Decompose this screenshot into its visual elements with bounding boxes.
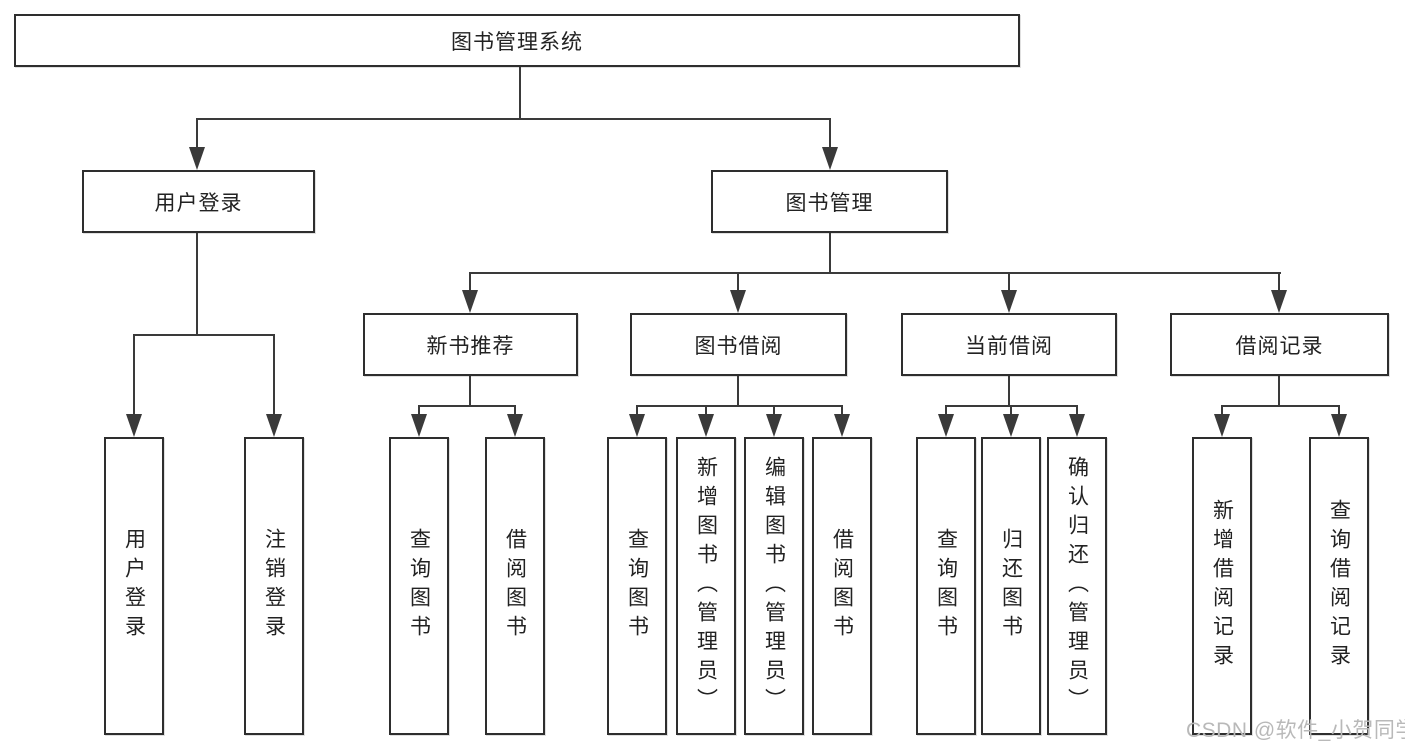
leaf-borrow-books-recommend: 借阅图书 bbox=[485, 437, 545, 735]
arrow-down-icon bbox=[411, 414, 427, 437]
leaf-add-books-admin: 新增图书（管理员） bbox=[676, 437, 736, 735]
arrow-down-icon bbox=[766, 414, 782, 437]
connector-drop-leaf bbox=[841, 405, 843, 419]
connector-level3-rail bbox=[469, 272, 1281, 274]
leaf-return-books: 归还图书 bbox=[981, 437, 1041, 735]
connector-trunk bbox=[1008, 376, 1010, 406]
leaf-add-borrow-record-label: 新增借阅记录 bbox=[1210, 499, 1234, 673]
arrow-down-icon bbox=[1001, 290, 1017, 313]
leaf-confirm-return-admin-label: 确认归还（管理员） bbox=[1065, 455, 1089, 717]
leaf-query-books-recommend-label: 查询图书 bbox=[407, 528, 431, 644]
leaf-query-borrow-record-label: 查询借阅记录 bbox=[1327, 499, 1351, 673]
connector-drop-leaf bbox=[1010, 405, 1012, 419]
arrow-down-icon bbox=[822, 147, 838, 170]
leaf-add-books-admin-label: 新增图书（管理员） bbox=[694, 455, 718, 717]
csdn-watermark: CSDN @软件_小贺同学 bbox=[1186, 719, 1405, 742]
arrow-down-icon bbox=[462, 290, 478, 313]
connector-drop-leaf bbox=[1076, 405, 1078, 419]
connector-drop-leaf bbox=[636, 405, 638, 419]
leaf-query-books-borrowing-label: 查询图书 bbox=[625, 528, 649, 644]
arrow-down-icon bbox=[1214, 414, 1230, 437]
leaf-query-books-current-label: 查询图书 bbox=[934, 528, 958, 644]
node-new-book-recommend-label: 新书推荐 bbox=[426, 334, 515, 358]
arrow-down-icon bbox=[629, 414, 645, 437]
node-book-management-label: 图书管理 bbox=[785, 191, 874, 215]
connector-drop-book-management bbox=[829, 118, 831, 150]
node-borrowing-records: 借阅记录 bbox=[1170, 313, 1389, 376]
leaf-borrow-books-borrowing-label: 借阅图书 bbox=[830, 528, 854, 644]
connector-drop-leaf bbox=[133, 334, 135, 417]
leaf-confirm-return-admin: 确认归还（管理员） bbox=[1047, 437, 1107, 735]
connector-drop-user-login bbox=[196, 118, 198, 150]
arrow-down-icon bbox=[126, 414, 142, 437]
connector-drop-leaf bbox=[945, 405, 947, 419]
arrow-down-icon bbox=[507, 414, 523, 437]
node-book-management: 图书管理 bbox=[711, 170, 948, 233]
node-borrowing-records-label: 借阅记录 bbox=[1235, 334, 1324, 358]
leaf-borrow-books-recommend-label: 借阅图书 bbox=[503, 528, 527, 644]
connector-user-login-trunk bbox=[196, 233, 198, 335]
leaf-borrow-books-borrowing: 借阅图书 bbox=[812, 437, 872, 735]
arrow-down-icon bbox=[1003, 414, 1019, 437]
arrow-down-icon bbox=[1271, 290, 1287, 313]
arrow-down-icon bbox=[266, 414, 282, 437]
leaf-query-borrow-record: 查询借阅记录 bbox=[1309, 437, 1369, 735]
arrow-down-icon bbox=[730, 290, 746, 313]
connector-drop-level3 bbox=[1008, 272, 1010, 292]
leaf-query-books-borrowing: 查询图书 bbox=[607, 437, 667, 735]
connector-user-login-rail bbox=[133, 334, 275, 336]
connector-drop-leaf bbox=[514, 405, 516, 419]
node-new-book-recommend: 新书推荐 bbox=[363, 313, 578, 376]
node-root: 图书管理系统 bbox=[14, 14, 1020, 67]
node-book-borrowing-label: 图书借阅 bbox=[694, 334, 783, 358]
leaf-edit-books-admin-label: 编辑图书（管理员） bbox=[762, 455, 786, 717]
connector-drop-leaf bbox=[273, 334, 275, 417]
arrow-down-icon bbox=[834, 414, 850, 437]
node-current-borrowing: 当前借阅 bbox=[901, 313, 1117, 376]
connector-book-management-trunk bbox=[829, 233, 831, 273]
leaf-return-books-label: 归还图书 bbox=[999, 528, 1023, 644]
connector-drop-leaf bbox=[773, 405, 775, 419]
leaf-query-books-current: 查询图书 bbox=[916, 437, 976, 735]
connector-root-trunk bbox=[519, 67, 521, 119]
arrow-down-icon bbox=[1331, 414, 1347, 437]
connector-drop-leaf bbox=[705, 405, 707, 419]
leaf-user-login-label: 用户登录 bbox=[122, 528, 146, 644]
leaf-query-books-recommend: 查询图书 bbox=[389, 437, 449, 735]
connector-rail bbox=[418, 405, 516, 407]
node-user-login: 用户登录 bbox=[82, 170, 315, 233]
arrow-down-icon bbox=[189, 147, 205, 170]
connector-drop-level3 bbox=[737, 272, 739, 292]
connector-drop-leaf bbox=[1221, 405, 1223, 419]
connector-drop-level3 bbox=[469, 272, 471, 292]
connector-drop-level3 bbox=[1278, 272, 1280, 292]
connector-drop-leaf bbox=[1338, 405, 1340, 419]
arrow-down-icon bbox=[1069, 414, 1085, 437]
node-book-borrowing: 图书借阅 bbox=[630, 313, 847, 376]
arrow-down-icon bbox=[698, 414, 714, 437]
leaf-user-login: 用户登录 bbox=[104, 437, 164, 735]
node-current-borrowing-label: 当前借阅 bbox=[965, 334, 1053, 358]
node-root-label: 图书管理系统 bbox=[451, 30, 583, 54]
connector-trunk bbox=[737, 376, 739, 406]
connector-trunk bbox=[469, 376, 471, 406]
connector-level2-rail bbox=[196, 118, 831, 120]
node-user-login-label: 用户登录 bbox=[154, 191, 243, 215]
arrow-down-icon bbox=[938, 414, 954, 437]
leaf-edit-books-admin: 编辑图书（管理员） bbox=[744, 437, 804, 735]
leaf-logout: 注销登录 bbox=[244, 437, 304, 735]
connector-rail bbox=[1221, 405, 1340, 407]
leaf-logout-label: 注销登录 bbox=[262, 528, 286, 644]
connector-rail bbox=[636, 405, 843, 407]
leaf-add-borrow-record: 新增借阅记录 bbox=[1192, 437, 1252, 735]
connector-drop-leaf bbox=[418, 405, 420, 419]
connector-trunk bbox=[1278, 376, 1280, 406]
